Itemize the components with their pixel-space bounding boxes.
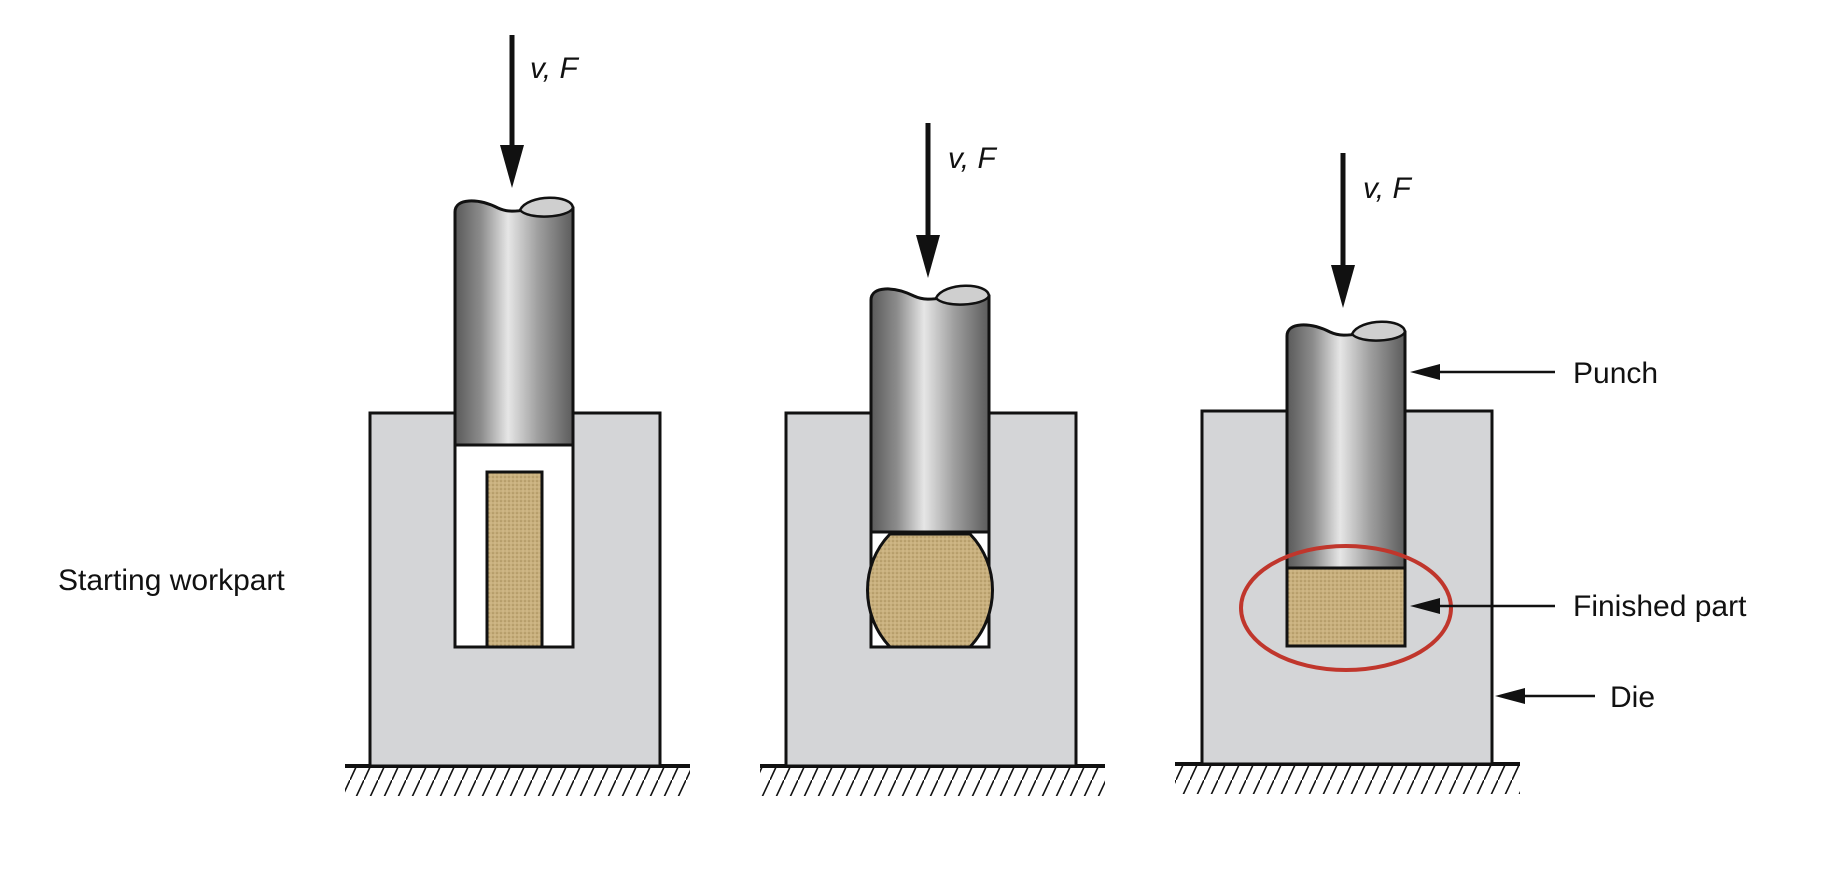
starting-workpart: [485, 470, 544, 649]
die-callout: Die: [1495, 681, 1655, 714]
die-label: Die: [1610, 681, 1655, 714]
starting-workpart-label: Starting workpart: [58, 564, 285, 597]
force-arrow: [916, 123, 940, 278]
stage-finish: v, F Punch Finished part Die: [1175, 153, 1747, 794]
finished-part: [1285, 566, 1407, 648]
ground: [760, 764, 1105, 796]
punch: [453, 196, 575, 447]
stage-start: v, F Starting workpart: [58, 35, 690, 796]
punch: [869, 284, 991, 534]
velocity-force-label: v, F: [948, 142, 997, 175]
force-arrow: [1331, 153, 1355, 308]
ground: [345, 764, 690, 796]
finished-part-highlight: [1239, 544, 1453, 672]
ground: [1175, 762, 1520, 794]
velocity-force-label: v, F: [530, 52, 579, 85]
stage-middle: v, F: [760, 123, 1105, 796]
finished-part-label: Finished part: [1573, 590, 1747, 623]
upset-workpart: [866, 532, 994, 649]
finished-part-callout: Finished part: [1410, 590, 1747, 623]
punch-callout: Punch: [1410, 357, 1658, 390]
force-arrow: [500, 35, 524, 188]
punch-label: Punch: [1573, 357, 1658, 390]
punch: [1285, 320, 1407, 570]
velocity-force-label: v, F: [1363, 172, 1412, 205]
